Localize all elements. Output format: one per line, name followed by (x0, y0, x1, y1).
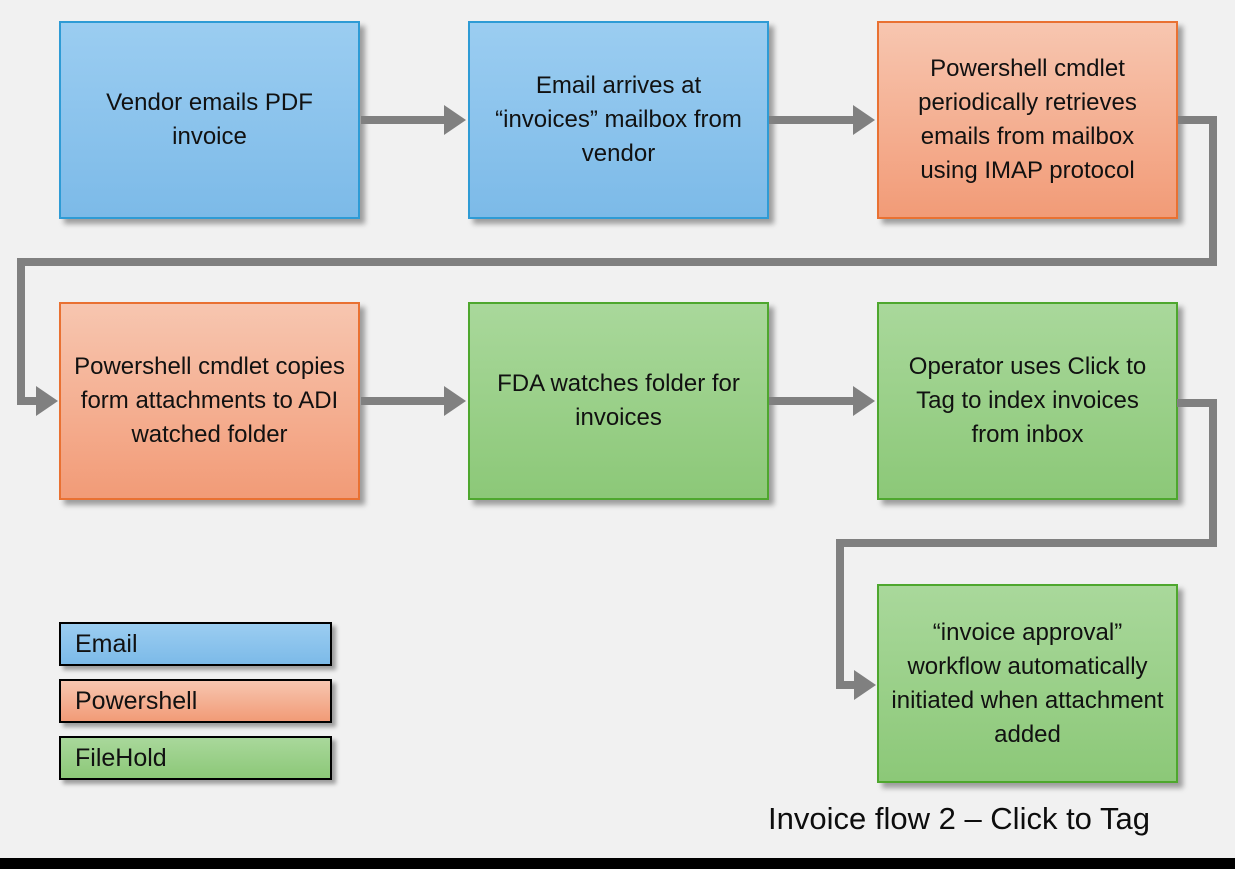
flow-box-powershell-retrieves-emails: Powershell cmdlet periodically retrieves… (877, 21, 1178, 219)
flow-box-email-arrives-at-mailbox: Email arrives at “invoices” mailbox from… (468, 21, 769, 219)
flow-box-invoice-approval-workflow: “invoice approval” workflow automaticall… (877, 584, 1178, 783)
flow-box-label: Operator uses Click to Tag to index invo… (908, 353, 1147, 448)
flow-box-label: “invoice approval” workflow automaticall… (891, 618, 1164, 748)
connector-segment (836, 539, 844, 689)
flow-box-vendor-emails-pdf-invoice: Vendor emails PDF invoice (59, 21, 360, 219)
legend-item-powershell: Powershell (59, 679, 332, 723)
arrow-right-icon (854, 670, 876, 700)
flow-box-operator-click-to-tag: Operator uses Click to Tag to index invo… (877, 302, 1178, 500)
connector-segment (17, 397, 38, 405)
legend-item-email: Email (59, 622, 332, 666)
flow-box-label: Powershell cmdlet periodically retrieves… (918, 55, 1137, 184)
arrow-right-icon (853, 386, 875, 416)
flow-box-powershell-copies-attachments: Powershell cmdlet copies form attachment… (59, 302, 360, 500)
arrow-right-icon (36, 386, 58, 416)
legend-label: FileHold (75, 743, 167, 772)
connector-segment (17, 258, 25, 404)
arrow-right-icon (444, 105, 466, 135)
legend-label: Email (75, 629, 138, 658)
connector-segment (1209, 399, 1217, 547)
connector-segment (836, 539, 1217, 547)
connector-segment (1177, 399, 1217, 407)
legend-label: Powershell (75, 686, 198, 715)
connector-segment (836, 681, 857, 689)
arrow-shaft (361, 116, 445, 124)
arrow-shaft (769, 397, 853, 405)
flow-box-label: Powershell cmdlet copies form attachment… (74, 353, 345, 448)
flow-box-label: Vendor emails PDF invoice (106, 89, 313, 150)
flow-box-label: Email arrives at “invoices” mailbox from… (495, 72, 742, 167)
connector-segment (17, 258, 1217, 266)
arrow-shaft (361, 397, 445, 405)
arrow-right-icon (444, 386, 466, 416)
legend-item-filehold: FileHold (59, 736, 332, 780)
flow-box-fda-watches-folder: FDA watches folder for invoices (468, 302, 769, 500)
flow-box-label: FDA watches folder for invoices (497, 370, 740, 431)
connector-segment (1178, 116, 1217, 124)
arrow-right-icon (853, 105, 875, 135)
connector-segment (1209, 116, 1217, 266)
diagram-title: Invoice flow 2 – Click to Tag (768, 801, 1150, 836)
bottom-bar (0, 858, 1235, 869)
arrow-shaft (769, 116, 853, 124)
